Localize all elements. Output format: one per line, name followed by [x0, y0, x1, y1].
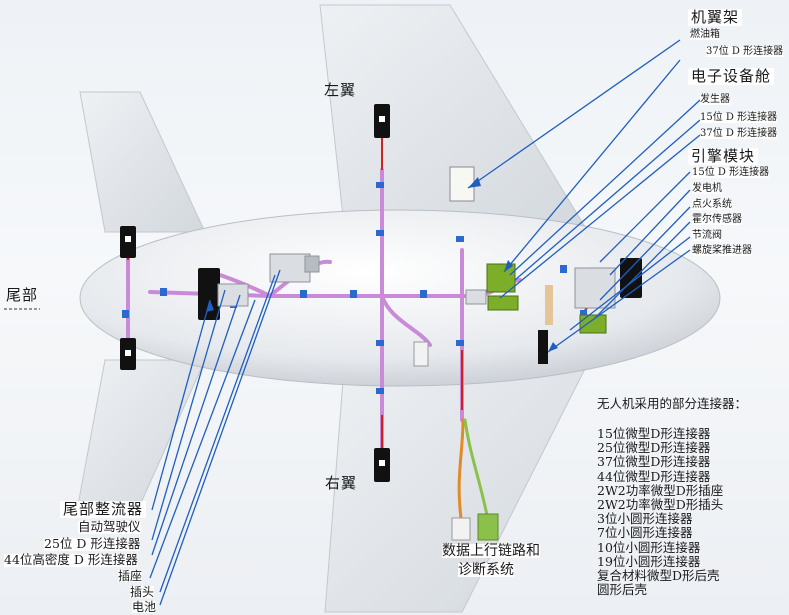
avionics-block — [304, 255, 320, 273]
left-wing-label: 左翼 — [324, 81, 357, 99]
connector — [160, 288, 167, 296]
connector-list-item: 25位微型D形连接器 — [597, 440, 711, 456]
connector — [580, 310, 587, 318]
tail-autopilot-block — [217, 283, 249, 307]
connector-list-item: 44位微型D形连接器 — [597, 468, 711, 484]
connector-list-item: 7位小圆形连接器 — [597, 525, 693, 541]
datalink-plug — [451, 517, 471, 541]
connector — [350, 290, 357, 298]
connector-list-item: 圆形后壳 — [597, 582, 648, 598]
connector-list: 15位微型D形连接器 25位微型D形连接器 37位微型D形连接器 44位微型D形… — [597, 426, 787, 598]
connector-list-item: 19位小圆形连接器 — [597, 553, 701, 569]
connector — [300, 290, 307, 298]
tail-fairing-item: 插座 — [118, 569, 143, 583]
tail-fairing-item: 25位 D 形连接器 — [44, 536, 141, 551]
right-wing-label: 右翼 — [325, 474, 358, 492]
avionics-bay-title: 电子设备舱 — [688, 68, 775, 85]
datalink-unit — [413, 341, 429, 367]
connector — [376, 182, 384, 188]
connector-list-item: 2W2功率微型D形插头 — [597, 496, 724, 512]
engine-module-title: 引擎模块 — [688, 148, 759, 165]
connector-list-item: 15位微型D形连接器 — [597, 426, 711, 441]
engine-module-item: 发电机 — [692, 183, 722, 194]
connector — [376, 388, 384, 394]
connector — [420, 290, 427, 298]
tail-label: 尾部 — [6, 286, 39, 304]
wing-frame-item: 燃油箱 — [690, 29, 720, 40]
tail-fairing-item: 电池 — [132, 600, 157, 614]
fuel-tank — [449, 166, 475, 202]
engine-module-item: 螺旋桨推进器 — [692, 245, 752, 256]
connector — [560, 265, 567, 273]
tail-fairing-title: 尾部整流器 — [60, 501, 147, 518]
connector — [456, 340, 464, 346]
upper-tail-fin — [79, 91, 206, 233]
connector — [376, 230, 384, 236]
engine-block — [574, 267, 616, 309]
connector-list-item: 37位微型D形连接器 — [597, 454, 711, 470]
avionics-green-module — [486, 263, 516, 293]
connector-list-item: 复合材料微型D形后壳 — [597, 567, 720, 583]
avionics-bay-item: 37位 D 形连接器 — [700, 128, 778, 139]
avionics-bay-item: 发生器 — [700, 94, 730, 105]
datalink-label-line1: 数据上行链路和 — [442, 543, 540, 559]
datalink-connector — [477, 513, 499, 541]
connector-list-item: 3位小圆形连接器 — [597, 511, 693, 527]
datalink-label-line2: 诊断系统 — [458, 562, 514, 578]
engine-module-item: 节流阀 — [692, 230, 722, 241]
avionics-block — [269, 253, 311, 283]
wing-frame-title: 机翼架 — [688, 9, 743, 26]
avionics-green-module — [487, 295, 519, 311]
connector — [122, 310, 129, 318]
engine-module-item: 点火系统 — [692, 199, 732, 210]
engine-module-item: 霍尔传感器 — [692, 214, 742, 225]
tail-fairing-item: 插头 — [130, 585, 155, 599]
connector-list-title: 无人机采用的部分连接器： — [597, 396, 748, 411]
lower-avionics-box — [538, 330, 548, 364]
avionics-bay-item: 15位 D 形连接器 — [700, 112, 778, 123]
tail-fairing-item: 自动驾驶仪 — [78, 519, 141, 534]
connector-list-item: 10位小圆形连接器 — [597, 539, 701, 555]
connector-list-item: 2W2功率微型D形插座 — [597, 482, 724, 498]
tail-fairing-item: 44位高密度 D 形连接器 — [4, 552, 138, 567]
tail-fairing-box — [198, 268, 220, 320]
connector — [456, 236, 464, 242]
harness-junction — [465, 289, 487, 305]
engine-module-item: 15位 D 形连接器 — [692, 167, 770, 178]
pointer-lines — [149, 39, 701, 606]
datalink-cable — [457, 418, 490, 527]
wing-frame-item: 37位 D 形连接器 — [706, 46, 784, 57]
engine-manifold — [545, 285, 553, 325]
connector — [376, 340, 384, 346]
connectors — [122, 182, 587, 394]
engine-green-module — [579, 314, 607, 334]
